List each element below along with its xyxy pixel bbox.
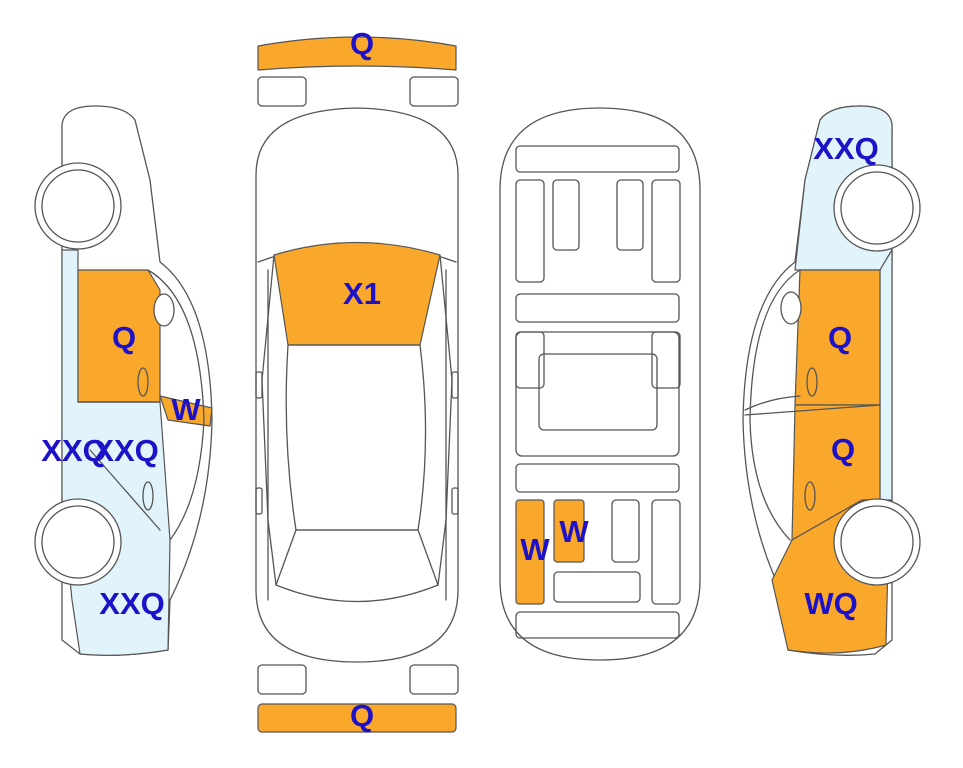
left-window-line <box>147 269 205 541</box>
front-bumper-label: Q <box>350 26 374 61</box>
underbody-front-left-inner <box>552 179 580 251</box>
left-front-handle <box>137 367 149 397</box>
left-front-door-panel[interactable] <box>77 269 161 403</box>
left-rear-handle <box>142 481 154 511</box>
left-rear-wheel <box>34 498 122 586</box>
right-front-wheel <box>833 164 921 252</box>
underbody-crossmember-2 <box>515 463 680 493</box>
front-right-light <box>409 76 459 107</box>
right-rocker-strip[interactable] <box>879 249 893 501</box>
right-pillar-line <box>437 254 453 586</box>
underbody-front-right-rail <box>651 179 681 283</box>
rear-right-light <box>409 664 459 695</box>
rear-window <box>275 529 439 603</box>
left-pillar-line <box>261 254 277 586</box>
left-mirror-panel[interactable] <box>159 395 213 427</box>
right-rear-wheel-inner <box>840 505 914 579</box>
left-rear-door-line <box>89 449 161 531</box>
front-bumper-panel[interactable] <box>257 36 457 71</box>
right-side-view: XXQ Q Q WQ <box>742 105 921 656</box>
underbody-center-rear-panel[interactable] <box>553 499 585 563</box>
underbody-outline <box>499 107 701 661</box>
underbody-left-rear-label: W <box>520 532 550 567</box>
left-rear-quarter-label: XXQ <box>99 586 164 621</box>
underbody-rear-center <box>553 571 641 603</box>
right-mirror-line <box>744 395 801 411</box>
rear-bumper-label: Q <box>350 698 374 733</box>
right-front-fender-label: XXQ <box>813 131 878 166</box>
top-view: Q X1 Q <box>255 26 459 733</box>
underbody-rear-bar <box>515 611 680 639</box>
right-door-split <box>744 404 881 416</box>
underbody-front-left-rail <box>515 179 545 283</box>
underbody-right-rear-rail <box>651 499 681 605</box>
right-rear-quarter-label: WQ <box>804 586 857 621</box>
left-front-wheel <box>34 162 122 250</box>
left-rear-wheel-inner <box>41 505 115 579</box>
right-rear-handle <box>804 481 816 511</box>
top-right-mirror <box>451 371 459 399</box>
left-front-wheel-inner <box>41 169 115 243</box>
rear-left-light <box>257 664 307 695</box>
right-window-line <box>749 269 801 541</box>
underbody-left-rear-rail[interactable] <box>515 499 545 605</box>
underbody-front-right-inner <box>616 179 644 251</box>
left-rocker-label: XXQ <box>41 433 106 468</box>
windshield-label: X1 <box>343 276 381 311</box>
underbody-floor-frame <box>515 331 680 457</box>
left-front-door-label: Q <box>112 320 136 355</box>
left-mirror-label: W <box>171 392 201 427</box>
left-side-mirror <box>153 293 175 327</box>
top-right-handle <box>451 487 459 515</box>
underbody-crossmember-1 <box>515 293 680 323</box>
rear-bumper-panel[interactable] <box>257 703 457 733</box>
right-side-mirror <box>780 291 802 325</box>
right-rear-door-label: Q <box>831 432 855 467</box>
right-front-handle <box>806 367 818 397</box>
underbody-front-bar <box>515 145 680 173</box>
underbody-rear-right-inner <box>611 499 640 563</box>
underbody-view: W W <box>499 107 701 661</box>
left-side-view: Q W XXQ XXQ XXQ <box>34 105 213 656</box>
underbody-center-rear-label: W <box>559 514 589 549</box>
underbody-floor-center <box>538 353 658 431</box>
top-left-handle <box>255 487 263 515</box>
top-left-mirror <box>255 371 263 399</box>
right-rear-wheel <box>833 498 921 586</box>
right-front-door-label: Q <box>828 320 852 355</box>
top-body-outline <box>255 107 459 663</box>
right-front-wheel-inner <box>840 171 914 245</box>
front-left-light <box>257 76 307 107</box>
left-rear-door-label: XXQ <box>93 433 158 468</box>
